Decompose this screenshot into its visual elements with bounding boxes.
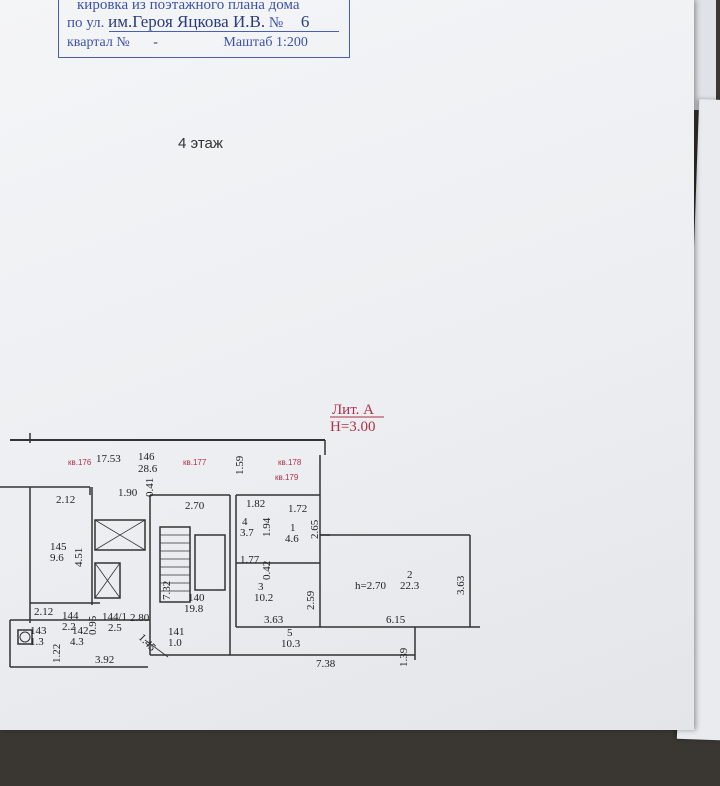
room-number: 146 [138, 451, 155, 463]
room-area: 10.2 [254, 592, 273, 604]
dimension-label: 2.80 [130, 612, 150, 624]
room-number: 5 [287, 627, 293, 639]
dimension-label: 3.92 [95, 654, 114, 666]
dimension-label: 7.32 [161, 581, 173, 600]
dimension-label: 0.95 [87, 615, 99, 635]
room-number: 144 [62, 610, 79, 622]
room-number: 4 [242, 516, 248, 528]
dimension-label: 1.45 [136, 632, 158, 654]
ceiling-height-label: H=3.00 [330, 419, 376, 435]
room-number: 141 [168, 626, 185, 638]
header-quarter-scale: квартал № - Маштаб 1:200 [67, 35, 308, 50]
dimension-label: 2.65 [309, 519, 321, 539]
floor-title: 4 этаж [178, 135, 223, 152]
dimension-label: 2.70 [185, 500, 205, 512]
dimension-label: 0.41 [144, 478, 156, 497]
room-number: 145 [50, 541, 67, 553]
room-area: 2.2 [62, 621, 76, 633]
dimension-label: 7.38 [316, 658, 336, 670]
room-number: 142 [72, 625, 89, 637]
room-area: 2.5 [108, 622, 122, 634]
apartment-label: кв.179 [275, 473, 299, 482]
dimension-label: 2.12 [56, 494, 75, 506]
room-area: 28.6 [138, 463, 158, 475]
room-area: 9.6 [50, 552, 64, 564]
room-area: 22.3 [400, 580, 420, 592]
header-stamp: кировка из поэтажного плана дома по ул. … [58, 0, 350, 58]
dimension-label: 17.53 [96, 453, 121, 465]
dimension-label: 1.82 [246, 498, 265, 510]
dimension-label: 2.59 [305, 590, 317, 610]
toilet-icon [19, 631, 31, 643]
dimension-label: 2.12 [34, 606, 53, 618]
apartment-label: кв.178 [278, 458, 302, 467]
room-area: 1.3 [30, 636, 44, 648]
dimension-label: 6.15 [386, 614, 406, 626]
floor-plan: Лит. А H=3.00 кв.176 кв.177 кв.178 кв.17… [0, 402, 480, 670]
room-area: 19.8 [184, 603, 204, 615]
dimension-label: 1.72 [288, 503, 307, 515]
dimension-label: 1.39 [398, 647, 410, 667]
apartment-label: кв.177 [183, 458, 207, 467]
ceiling-note: h=2.70 [355, 580, 386, 592]
apartment-label: кв.176 [68, 458, 92, 467]
header-address: по ул. им.Героя Яцкова И.В. № 6 [67, 12, 310, 31]
address-underline [109, 31, 339, 32]
room-area: 3.7 [240, 527, 254, 539]
room-area: 1.0 [168, 637, 182, 649]
dimension-label: 0.42 [261, 561, 273, 580]
room-number: 140 [188, 592, 205, 604]
scale-label: Маштаб 1:200 [223, 35, 308, 50]
room-number: 1 [290, 522, 296, 534]
dimension-label: 3.63 [455, 575, 467, 595]
room-area: 10.3 [281, 638, 301, 650]
document-page: кировка из поэтажного плана дома по ул. … [0, 0, 694, 730]
header-title: кировка из поэтажного плана дома [77, 0, 300, 13]
dimension-label: 1.22 [51, 644, 63, 663]
dimension-label: 4.51 [73, 548, 85, 567]
room-area: 4.6 [285, 533, 299, 545]
dimension-label: 1.59 [234, 455, 246, 475]
room-number: 3 [258, 581, 264, 593]
room-number: 2 [407, 569, 413, 581]
dimension-label: 1.94 [261, 517, 273, 537]
dimension-label: 1.90 [118, 487, 138, 499]
dimension-label: 1.77 [240, 554, 260, 566]
room-number: 144/1 [102, 611, 127, 623]
dimension-label: 3.63 [264, 614, 284, 626]
room-area: 4.3 [70, 636, 84, 648]
house-number: 6 [300, 12, 310, 31]
street-name: им.Героя Яцкова И.В. [108, 12, 266, 31]
room-number: 143 [30, 625, 47, 637]
litera-label: Лит. А [332, 402, 374, 418]
